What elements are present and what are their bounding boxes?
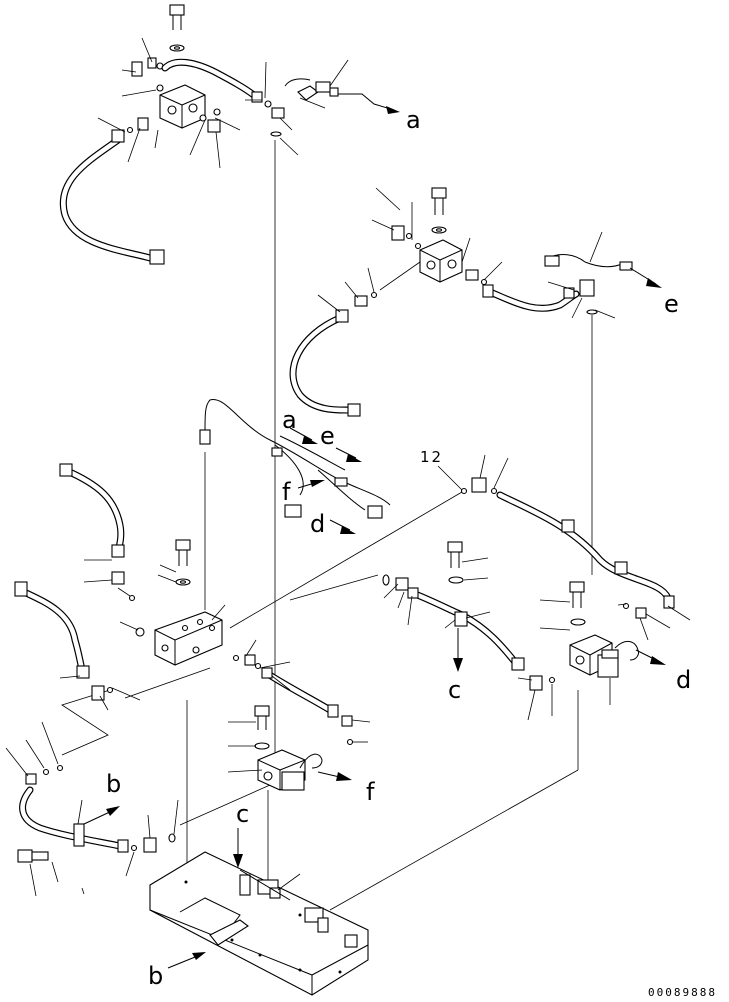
- mounting-bracket: c b: [148, 800, 369, 996]
- callout-label-d-mid: d: [310, 510, 325, 538]
- callout-label-c-low: c: [236, 800, 249, 828]
- callout-label-a: a: [406, 106, 421, 134]
- callout-label-d-right: d: [676, 666, 691, 694]
- center-right-tee-assembly: c: [382, 541, 525, 704]
- lower-left-hose: b: [5, 721, 179, 897]
- left-hoses: [14, 463, 141, 711]
- callout-label-c-mid: c: [448, 676, 461, 704]
- right-valve-block: d: [517, 581, 691, 721]
- harness-arrows: a e f d: [282, 406, 362, 538]
- drawing-number: 00089888: [648, 986, 717, 999]
- upper-right-valve-assembly: [289, 187, 633, 417]
- callout-label-f-mid: f: [282, 478, 291, 506]
- callout-label-e-mid: e: [320, 422, 335, 450]
- top-valve-assembly: [59, 4, 349, 265]
- center-hose: [232, 639, 339, 718]
- assembly-guide-lines: [61, 140, 593, 955]
- item-12-fitting: 12: [420, 448, 675, 609]
- callout-label-f-low: f: [366, 778, 375, 806]
- callout-label-e: e: [664, 290, 679, 318]
- callout-label-b-bottom: b: [148, 962, 163, 990]
- callout-label-a-mid: a: [282, 406, 297, 434]
- item-number-label: 12: [420, 448, 443, 466]
- connection-arrow-a-top: a: [338, 93, 421, 134]
- lower-center-valve-block: f: [227, 705, 375, 806]
- wiring-harness: [199, 399, 391, 519]
- callout-label-b-left: b: [106, 770, 121, 798]
- connection-arrow-e-right: e: [629, 267, 679, 318]
- center-left-valve-block: [119, 539, 226, 666]
